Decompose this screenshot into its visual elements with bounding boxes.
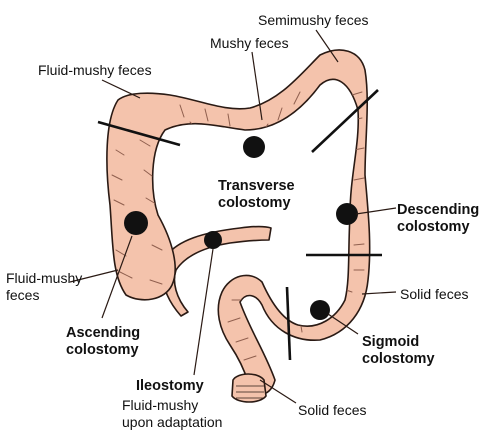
label-fluid-mushy-feces-left: Fluid-mushy feces	[6, 270, 82, 304]
label-ascending-colostomy-line-2: colostomy	[66, 342, 139, 358]
leader-solid-bottom	[259, 379, 297, 404]
haustra-fold	[143, 169, 153, 177]
leader-descending	[355, 207, 397, 215]
label-fluid-mushy-upon-adaptation-line-1: Fluid-mushy	[122, 397, 199, 413]
haustra-fold	[351, 91, 363, 96]
label-transverse-colostomy: Transverse colostomy	[218, 178, 295, 212]
leader-mushy	[251, 51, 263, 121]
haustra-fold	[113, 199, 125, 206]
label-mushy-feces: Mushy feces	[210, 35, 289, 51]
label-solid-feces-bottom: Solid feces	[298, 402, 367, 418]
haustra-fold	[353, 177, 365, 181]
label-descending-colostomy-line-2: colostomy	[397, 219, 470, 235]
haustra-fold	[204, 108, 209, 122]
stoma-ascending	[124, 211, 148, 235]
label-transverse-colostomy-line-1: Transverse	[218, 178, 295, 194]
leader-ascending	[101, 235, 133, 319]
label-sigmoid-colostomy-line-2: colostomy	[362, 351, 435, 367]
colon-body	[106, 49, 371, 396]
label-fluid-mushy-feces-left-line-1: Fluid-mushy	[6, 270, 83, 286]
label-fluid-mushy-upon-adaptation: Fluid-mushy upon adaptation	[122, 397, 222, 431]
haustra-fold	[139, 139, 151, 147]
haustra-fold	[243, 355, 257, 361]
leader-semimushy	[315, 29, 339, 63]
stoma-sigmoid	[310, 300, 330, 320]
leader-fluid-mushy-left	[69, 269, 119, 283]
label-transverse-colostomy-line-2: colostomy	[218, 195, 291, 211]
haustra-fold	[149, 279, 163, 285]
stoma-ileostomy	[204, 231, 222, 249]
cut-line-transverse-right	[311, 89, 379, 153]
haustra-fold	[227, 317, 241, 323]
leader-solid-right	[361, 291, 397, 295]
label-descending-colostomy-line-1: Descending	[397, 202, 480, 218]
haustra-fold	[179, 104, 185, 118]
haustra-fold	[115, 149, 125, 156]
haustra-fold	[227, 113, 231, 127]
haustra-fold	[277, 107, 283, 121]
label-ascending-colostomy: Ascending colostomy	[66, 325, 140, 359]
label-sigmoid-colostomy: Sigmoid colostomy	[362, 334, 435, 368]
label-solid-feces-right: Solid feces	[400, 286, 469, 302]
haustra-fold	[151, 244, 163, 251]
stoma-transverse	[243, 136, 265, 158]
ileum-segment	[161, 225, 272, 317]
haustra-fold	[353, 243, 365, 246]
haustra-fold	[235, 337, 249, 343]
leader-fluid-mushy-top	[101, 79, 141, 99]
haustra-fold	[115, 249, 127, 257]
label-fluid-mushy-upon-adaptation-line-2: upon adaptation	[122, 414, 223, 430]
haustra-fold	[293, 91, 301, 105]
label-sigmoid-colostomy-line-1: Sigmoid	[362, 334, 420, 350]
leader-sigmoid	[327, 313, 359, 335]
haustra-fold	[111, 174, 123, 181]
rectum-end	[231, 373, 267, 403]
label-semimushy-feces: Semimushy feces	[258, 12, 369, 28]
cut-line-sigmoid	[285, 286, 292, 361]
haustra-fold	[145, 197, 157, 205]
leader-ileostomy	[193, 248, 214, 376]
label-fluid-mushy-feces-top: Fluid-mushy feces	[38, 62, 152, 78]
label-descending-colostomy: Descending colostomy	[397, 202, 479, 236]
leader-lines	[69, 29, 397, 404]
label-fluid-mushy-feces-left-line-2: feces	[6, 287, 40, 303]
stoma-descending	[336, 203, 358, 225]
cut-line-transverse-left	[97, 120, 181, 147]
label-ascending-colostomy-line-1: Ascending	[66, 325, 141, 341]
label-ileostomy: Ileostomy	[136, 378, 204, 394]
haustra-fold	[119, 271, 133, 279]
